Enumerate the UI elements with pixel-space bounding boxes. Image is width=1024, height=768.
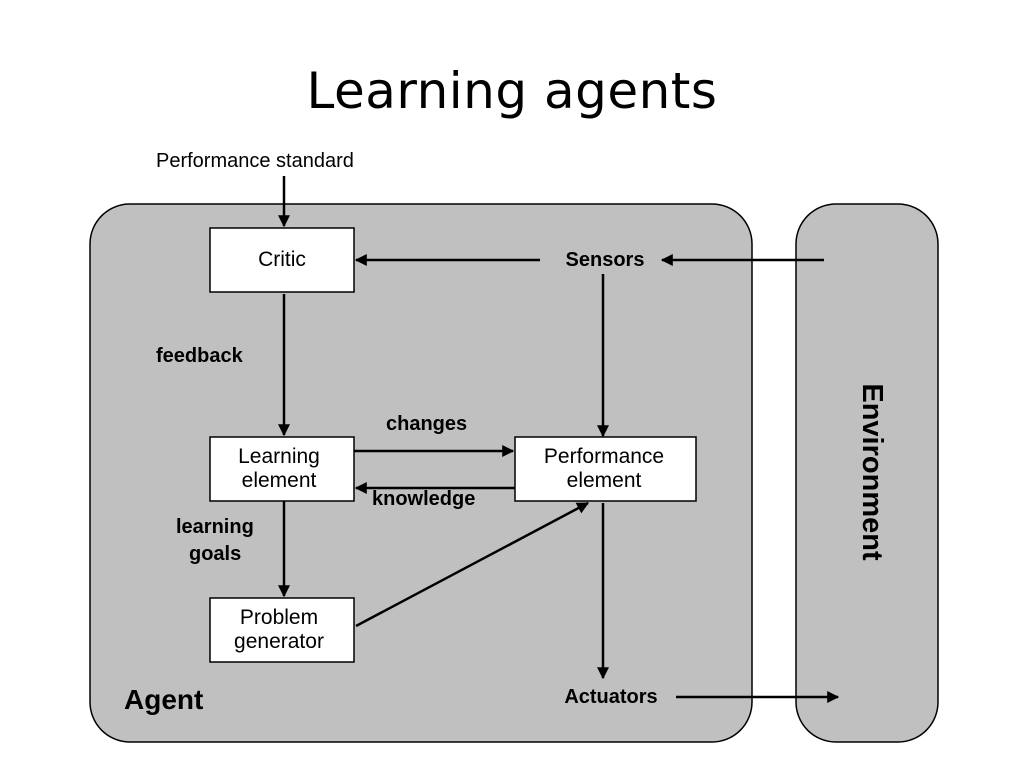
learning-element-label-line2: element (242, 469, 317, 492)
performance-element-label-line2: element (567, 469, 642, 492)
actuators-label: Actuators (564, 686, 657, 708)
environment-container (795, 203, 939, 743)
problem-generator-box (209, 597, 355, 663)
learning-element-box (209, 436, 355, 502)
learning-goals-label-line1: learning (176, 516, 254, 538)
problem-generator-label-line2: generator (234, 630, 324, 653)
knowledge-label: knowledge (372, 488, 475, 510)
learning-element-label-line1: Learning (238, 445, 320, 468)
agent-label: Agent (124, 684, 203, 715)
performance-element-box (514, 436, 697, 502)
performance-standard-label: Performance standard (156, 150, 354, 172)
problem-generator-label-line1: Problem (240, 606, 318, 629)
changes-label: changes (386, 413, 467, 435)
slide-title: Learning agents (306, 62, 718, 120)
learning-goals-label-line2: goals (189, 543, 241, 565)
sensors-label: Sensors (566, 249, 645, 271)
critic-label: Critic (258, 248, 306, 271)
performance-element-label-line1: Performance (544, 445, 664, 468)
problem-to-performance-arrow (355, 501, 590, 628)
feedback-label: feedback (156, 345, 244, 367)
critic-box (209, 227, 355, 293)
environment-label: Environment (856, 383, 888, 561)
